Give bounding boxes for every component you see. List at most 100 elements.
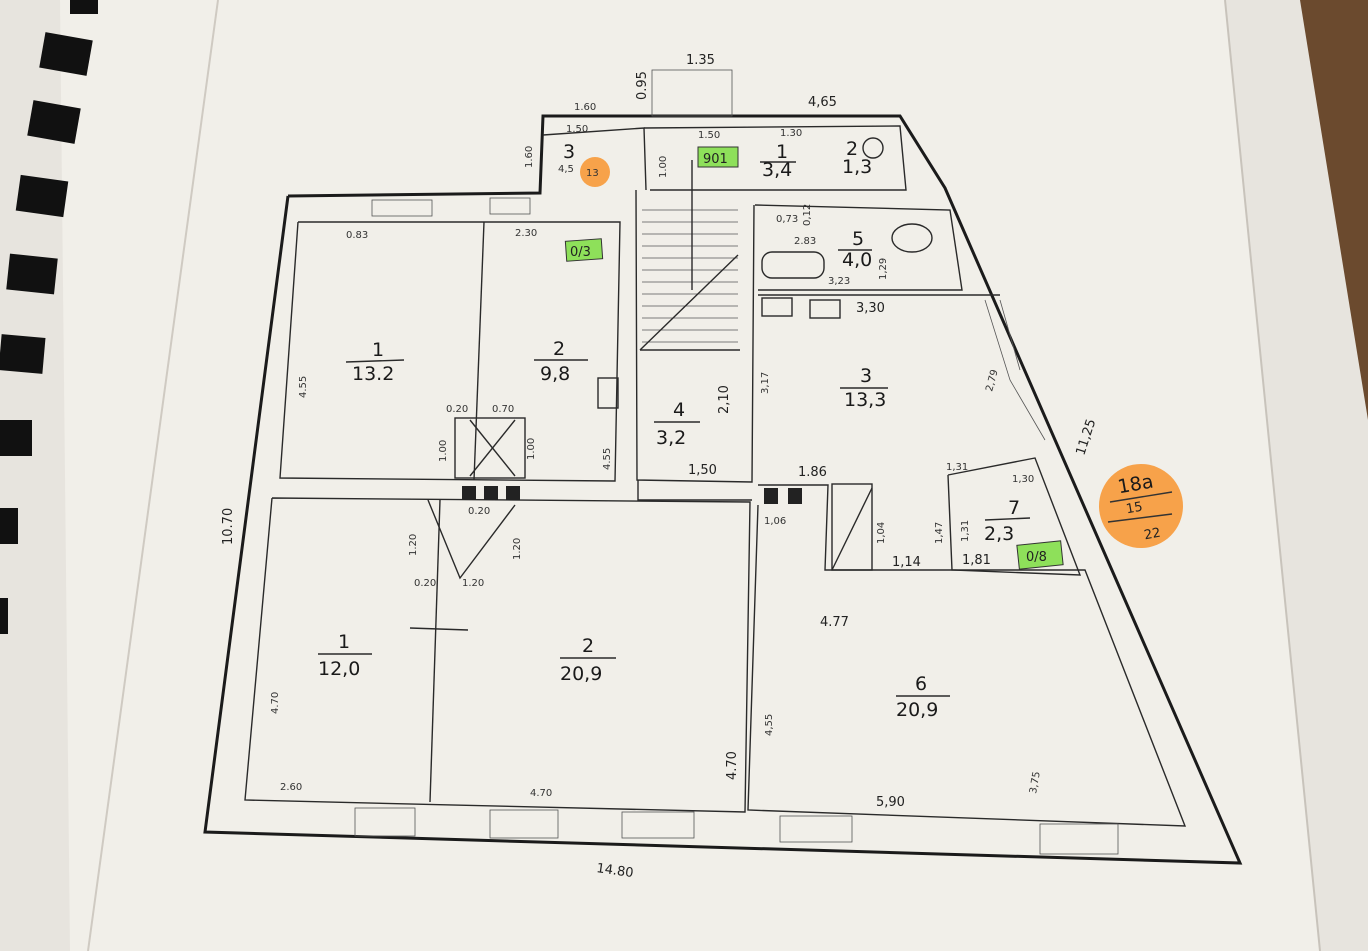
svg-text:2,10: 2,10 xyxy=(717,385,732,414)
svg-text:2.60: 2.60 xyxy=(280,782,302,793)
svg-text:4,65: 4,65 xyxy=(808,95,837,110)
svg-text:0.70: 0.70 xyxy=(492,404,514,415)
svg-text:1,30: 1,30 xyxy=(1012,474,1034,485)
svg-text:1.00: 1.00 xyxy=(658,156,669,178)
svg-text:1,14: 1,14 xyxy=(892,555,921,570)
svg-text:4.77: 4.77 xyxy=(820,615,849,630)
svg-text:1,81: 1,81 xyxy=(962,553,991,568)
room-top-2-area: 1,3 xyxy=(842,156,872,178)
fixtures xyxy=(409,137,933,631)
room-upper-2-area: 9,8 xyxy=(540,363,570,385)
room-kitchen-3-num: 3 xyxy=(860,365,872,387)
svg-text:1.30: 1.30 xyxy=(780,128,802,139)
svg-text:1,47: 1,47 xyxy=(934,522,945,544)
orange-stamp-middle: 15 xyxy=(1125,500,1144,518)
walls xyxy=(203,69,1243,865)
svg-text:1.20: 1.20 xyxy=(408,534,419,556)
svg-text:1.60: 1.60 xyxy=(574,102,596,113)
svg-text:0,73: 0,73 xyxy=(776,214,798,225)
orange-dot-small-text: 13 xyxy=(586,168,599,179)
room-stair-4-num: 4 xyxy=(673,399,685,421)
green-tag-small xyxy=(1016,540,1064,570)
room-small-7-num: 7 xyxy=(1008,497,1020,519)
svg-text:1.00: 1.00 xyxy=(438,440,449,462)
staircase xyxy=(639,160,740,351)
room-kitchen-3-area: 13,3 xyxy=(844,389,886,411)
svg-text:4.70: 4.70 xyxy=(270,692,281,714)
dimension-labels: 1.35 0.95 1.60 4,65 1.50 1.50 1.30 1.60 … xyxy=(221,53,1099,881)
svg-text:1,31: 1,31 xyxy=(946,462,968,473)
svg-text:4.55: 4.55 xyxy=(602,448,613,470)
svg-text:0.20: 0.20 xyxy=(468,506,490,517)
svg-text:0.95: 0.95 xyxy=(635,71,650,100)
svg-text:1.00: 1.00 xyxy=(526,438,537,460)
svg-text:1,29: 1,29 xyxy=(878,258,889,280)
svg-text:4,55: 4,55 xyxy=(764,714,775,736)
svg-text:3,23: 3,23 xyxy=(828,276,850,287)
room-top-1-area: 3,4 xyxy=(762,159,792,181)
svg-text:1.86: 1.86 xyxy=(798,465,827,480)
room-bath-5-area: 4,0 xyxy=(842,249,872,271)
room-top-3-area: 4,5 xyxy=(558,164,574,175)
svg-text:1.50: 1.50 xyxy=(566,124,588,135)
page-edge-left xyxy=(87,0,219,951)
svg-text:1,06: 1,06 xyxy=(764,516,786,527)
orange-stamps: 13 18a 15 22 xyxy=(580,157,1183,548)
svg-text:1,31: 1,31 xyxy=(960,520,971,542)
room-lower-2-area: 20,9 xyxy=(560,663,602,685)
room-lower-6-area: 20,9 xyxy=(896,699,938,721)
svg-text:4.55: 4.55 xyxy=(298,376,309,398)
room-top-2-num: 2 xyxy=(846,138,858,160)
room-lower-6-num: 6 xyxy=(915,673,927,695)
orange-stamp-large xyxy=(1099,464,1183,548)
green-tag-top-text: 901 xyxy=(703,152,728,167)
svg-text:0.20: 0.20 xyxy=(414,578,436,589)
room-labels: 1 13.2 2 9,8 4 3,2 1 3,4 2 1,3 3 4,5 5 4… xyxy=(318,138,1031,721)
room-top-1-num: 1 xyxy=(776,141,788,163)
bathtub-icon xyxy=(761,251,825,279)
toilet-icon xyxy=(891,223,933,253)
room-upper-1-area: 13.2 xyxy=(352,363,394,385)
svg-text:2.30: 2.30 xyxy=(515,228,537,239)
svg-text:1.20: 1.20 xyxy=(512,538,523,560)
svg-text:2.83: 2.83 xyxy=(794,236,816,247)
green-tag-small-text: 0/8 xyxy=(1026,550,1047,565)
room-upper-1-num: 1 xyxy=(372,339,384,361)
room-lower-1-num: 1 xyxy=(338,631,350,653)
svg-text:0.20: 0.20 xyxy=(446,404,468,415)
room-lower-1-area: 12,0 xyxy=(318,658,360,680)
svg-text:1.20: 1.20 xyxy=(462,578,484,589)
green-tag-top xyxy=(697,146,739,168)
svg-text:0,12: 0,12 xyxy=(802,204,813,226)
room-upper-2-num: 2 xyxy=(553,338,565,360)
room-top-3-num: 3 xyxy=(563,141,575,163)
svg-text:0.83: 0.83 xyxy=(346,230,368,241)
orange-stamp-bottom: 22 xyxy=(1143,526,1162,544)
svg-text:3,17: 3,17 xyxy=(760,372,771,394)
svg-text:1,50: 1,50 xyxy=(688,463,717,478)
svg-text:4.70: 4.70 xyxy=(530,788,552,799)
green-tag-mid-text: 0/3 xyxy=(570,245,591,260)
orange-dot-small xyxy=(580,157,610,187)
svg-text:1,04: 1,04 xyxy=(876,522,887,544)
stove-icon xyxy=(809,299,841,319)
room-bath-5-num: 5 xyxy=(852,228,864,250)
svg-text:14.80: 14.80 xyxy=(595,861,634,881)
svg-text:1.50: 1.50 xyxy=(698,130,720,141)
green-tags: 901 0/3 0/8 xyxy=(564,146,1064,570)
room-small-7-area: 2,3 xyxy=(984,523,1014,545)
svg-text:3,30: 3,30 xyxy=(856,301,885,316)
green-tag-mid xyxy=(564,238,604,262)
svg-text:5,90: 5,90 xyxy=(876,795,905,810)
binder-rings xyxy=(0,0,98,634)
svg-text:3,75: 3,75 xyxy=(1028,771,1043,795)
room-lower-2-num: 2 xyxy=(582,635,594,657)
svg-text:1.60: 1.60 xyxy=(524,146,535,168)
room-stair-4-area: 3,2 xyxy=(656,427,686,449)
svg-text:4.70: 4.70 xyxy=(725,751,740,780)
svg-text:1.35: 1.35 xyxy=(686,53,715,68)
svg-text:10.70: 10.70 xyxy=(221,508,236,545)
paper-sheet xyxy=(60,0,1320,951)
page-edge-right xyxy=(1224,0,1321,951)
